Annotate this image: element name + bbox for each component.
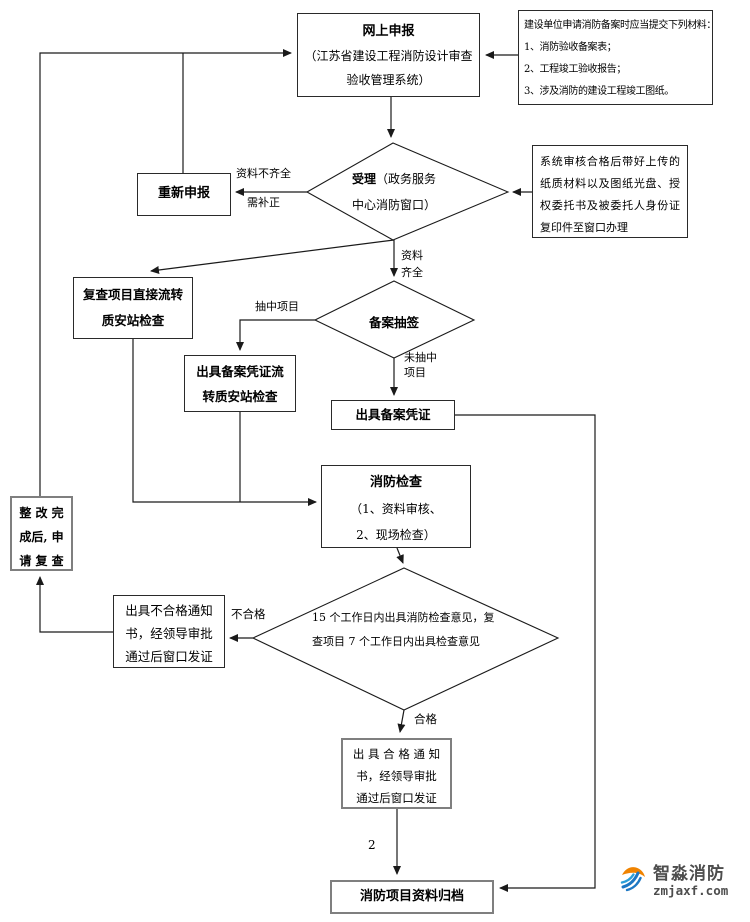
logo-domain: zmjaxf.com <box>653 883 729 898</box>
pass-notice-line: 出 具 合 格 通 知 <box>352 747 441 761</box>
lottery-diamond <box>313 280 476 359</box>
online-apply-subtitle: （江苏省建设工程消防设计审查验收管理系统） <box>304 49 473 87</box>
node-online-apply: 网上申报 （江苏省建设工程消防设计审查验收管理系统） <box>297 13 480 97</box>
fail-notice-line: 通过后窗口发证 <box>125 649 213 664</box>
node-materials-note: 建设单位申请消防备案时应当提交下列材料： 1、消防验收备案表； 2、工程竣工验收… <box>518 10 716 105</box>
archive-label: 消防项目资料归档 <box>359 889 464 904</box>
materials-line: 建设单位申请消防备案时应当提交下列材料： <box>524 20 716 31</box>
label-fail: 不合格 <box>231 607 266 621</box>
label-not-selected-project: 未抽中项目 <box>404 351 437 379</box>
lottery-diamond-text: 备案抽签 <box>368 315 419 330</box>
node-recheck-flow: 复查项目直接流转 质安站检查 <box>73 277 193 339</box>
rectify-label: 整 改 完 成后, 申 请 复 查 <box>19 506 64 568</box>
node-archive: 消防项目资料归档 <box>330 880 494 914</box>
materials-line: 2、工程竣工验收报告； <box>524 64 626 75</box>
label-materials-incomplete: 资料不齐全 <box>236 167 291 180</box>
fire-check-line: （1、资料审核、 <box>350 502 442 516</box>
node-fail-notice: 出具不合格通知 书，经领导审批 通过后窗口发证 <box>113 595 225 668</box>
cert-flow-line: 出具备案凭证流 <box>196 364 284 379</box>
pass-notice-line: 通过后窗口发证 <box>356 791 437 805</box>
window-info-text: 系统审核合格后带好上传的纸质材料以及图纸光盘、授权委托书及被委托人身份证复印件至… <box>540 155 680 234</box>
node-window-info: 系统审核合格后带好上传的纸质材料以及图纸光盘、授权委托书及被委托人身份证复印件至… <box>532 145 688 238</box>
node-cert-flow: 出具备案凭证流 转质安站检查 <box>184 355 296 412</box>
recheck-flow-line: 复查项目直接流转 <box>82 287 183 302</box>
issue-cert-label: 出具备案凭证 <box>355 407 431 422</box>
receive-diamond <box>305 142 510 241</box>
decision-diamond-text: 15 个工作日内出具消防检查意见，复查项目 7 个工作日内出具检查意见 <box>312 611 495 648</box>
receive-line2: 中心消防窗口） <box>351 198 436 212</box>
label-materials-complete: 资料齐全 <box>401 249 423 279</box>
label-pass: 合格 <box>414 712 437 726</box>
fail-notice-line: 出具不合格通知 <box>125 603 213 618</box>
pass-notice-line: 书，经领导审批 <box>356 769 437 783</box>
receive-title-rest: （政务服务 <box>376 172 437 186</box>
cert-flow-line: 转质安站检查 <box>202 389 278 404</box>
receive-title: 受理 <box>351 172 376 186</box>
fire-check-line: 2、现场检查） <box>356 528 436 542</box>
node-fire-check: 消防检查 （1、资料审核、 2、现场检查） <box>321 465 471 548</box>
node-pass-notice: 出 具 合 格 通 知 书，经领导审批 通过后窗口发证 <box>341 738 452 809</box>
label-selected-project: 抽中项目 <box>255 300 299 313</box>
label-need-correction: 需补正 <box>247 196 280 209</box>
site-logo: 智淼消防 zmjaxf.com <box>618 864 728 898</box>
online-apply-title: 网上申报 <box>362 24 415 39</box>
page-number: 2 <box>368 838 376 852</box>
logo-icon <box>618 864 648 898</box>
receive-diamond-text: 受理（政务服务 中心消防窗口） <box>328 166 460 218</box>
node-issue-cert: 出具备案凭证 <box>331 400 455 430</box>
materials-line: 3、涉及消防的建设工程竣工图纸。 <box>524 86 674 97</box>
recheck-flow-line: 质安站检查 <box>101 313 165 328</box>
fire-check-title: 消防检查 <box>369 475 422 490</box>
node-rectify-reapply: 整 改 完 成后, 申 请 复 查 <box>10 496 73 571</box>
node-reapply: 重新申报 <box>137 173 231 216</box>
logo-name: 智淼消防 <box>653 864 725 884</box>
materials-line: 1、消防验收备案表； <box>524 42 617 53</box>
reapply-label: 重新申报 <box>157 186 210 201</box>
fail-notice-line: 书，经领导审批 <box>125 626 213 641</box>
decision-diamond <box>251 567 560 711</box>
